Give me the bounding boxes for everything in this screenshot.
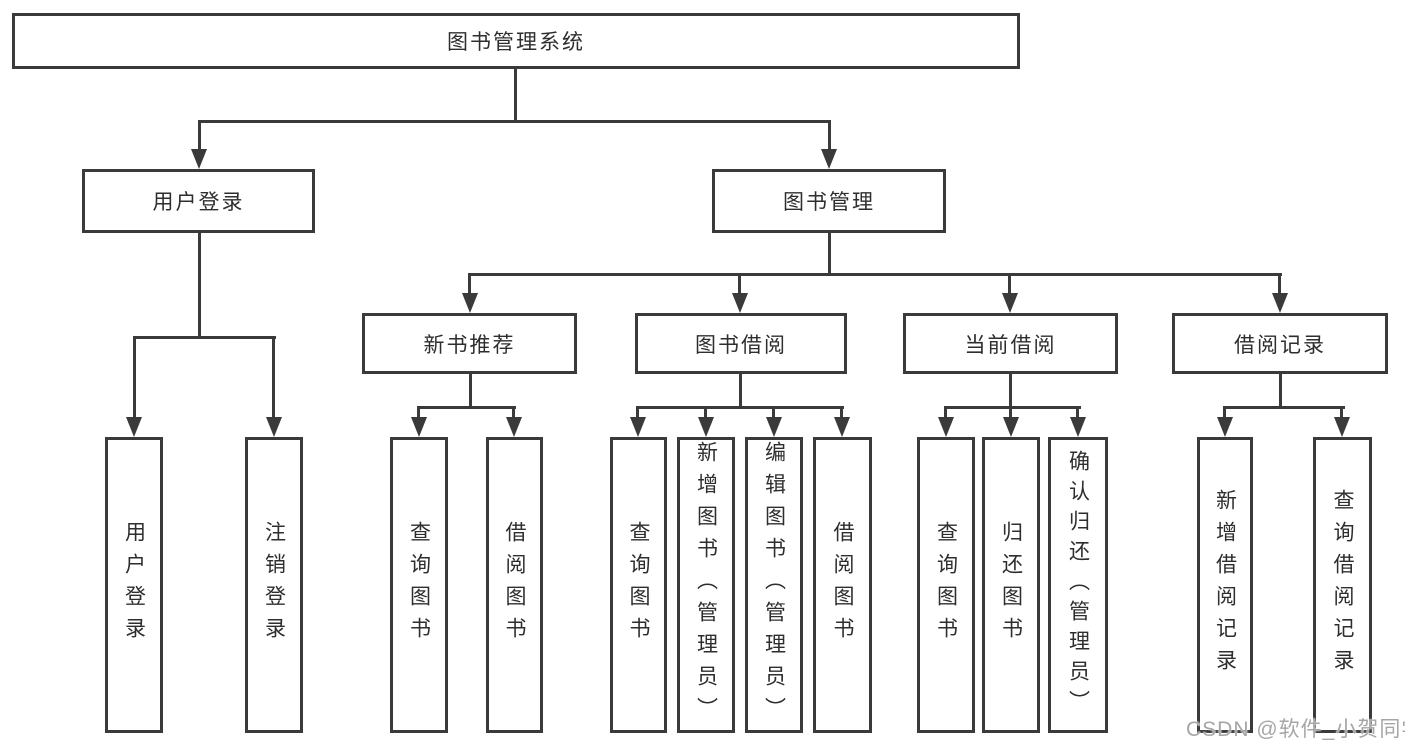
connector-stem-new-book — [469, 373, 472, 408]
connector-drop-current-borrow — [1008, 273, 1011, 295]
arrow-down-icon — [1217, 417, 1233, 437]
connector-rail-new-book — [417, 406, 516, 409]
leaf-label: 确认归还（管理员） — [1066, 450, 1090, 720]
leaf-query-books: 查询图书 — [390, 437, 448, 733]
connector-drop-book-management — [828, 120, 831, 151]
node-label: 用户登录 — [152, 191, 245, 214]
arrow-down-icon — [266, 417, 282, 437]
leaf-query-borrow-record: 查询借阅记录 — [1313, 437, 1372, 733]
connector-stem-borrow-records — [1279, 373, 1282, 408]
connector-rail-user-login — [133, 336, 276, 339]
node-book-borrow: 图书借阅 — [635, 313, 847, 374]
leaf-label: 查询图书 — [627, 521, 650, 649]
connector-stem-root — [514, 66, 517, 122]
connector-drop-borrow-records — [1278, 273, 1281, 295]
node-user-login: 用户登录 — [82, 169, 315, 233]
arrow-down-icon — [1070, 417, 1086, 437]
arrow-down-icon — [821, 149, 837, 169]
connector-drop-leaf — [1009, 406, 1012, 419]
arrow-down-icon — [506, 417, 522, 437]
leaf-borrow-books: 借阅图书 — [813, 437, 872, 733]
arrow-down-icon — [766, 417, 782, 437]
leaf-edit-books-admin: 编辑图书（管理员） — [745, 437, 803, 733]
arrow-down-icon — [732, 293, 748, 313]
arrow-down-icon — [834, 417, 850, 437]
connector-stem-book-borrow — [739, 373, 742, 408]
node-label: 当前借阅 — [964, 333, 1057, 357]
node-current-borrow: 当前借阅 — [903, 313, 1118, 374]
leaf-add-borrow-record: 新增借阅记录 — [1197, 437, 1253, 733]
node-label: 借阅记录 — [1234, 333, 1326, 357]
connector-stem-current-borrow — [1009, 373, 1012, 408]
leaf-logout: 注销登录 — [245, 437, 303, 733]
connector-rail-current-borrow — [944, 406, 1081, 409]
leaf-query-books: 查询图书 — [917, 437, 975, 733]
csdn-watermark: CSDN @软件_小贺同学 — [1186, 718, 1405, 741]
arrow-down-icon — [630, 417, 646, 437]
leaf-label: 借阅图书 — [831, 521, 854, 649]
arrow-down-icon — [462, 293, 478, 313]
connector-drop-leaf — [1223, 406, 1226, 419]
connector-drop-leaf — [944, 406, 947, 419]
node-borrow-records: 借阅记录 — [1172, 313, 1388, 374]
arrow-down-icon — [938, 417, 954, 437]
node-label: 图书借阅 — [695, 333, 787, 357]
connector-drop-leaf — [840, 406, 843, 419]
leaf-confirm-return-admin: 确认归还（管理员） — [1048, 437, 1108, 733]
connector-drop-leaf — [512, 406, 515, 419]
leaf-label: 注销登录 — [262, 521, 286, 649]
node-label: 图书管理 — [783, 191, 875, 214]
leaf-label: 查询图书 — [934, 521, 958, 649]
connector-drop-leaf — [636, 406, 639, 419]
leaf-return-books: 归还图书 — [982, 437, 1040, 733]
arrow-down-icon — [1334, 417, 1350, 437]
leaf-label: 查询图书 — [407, 521, 431, 649]
connector-rail-borrow-records — [1223, 406, 1345, 409]
connector-drop-leaf — [417, 406, 420, 419]
leaf-label: 新增借阅记录 — [1213, 489, 1237, 681]
arrow-down-icon — [411, 417, 427, 437]
arrow-down-icon — [698, 417, 714, 437]
node-book-management: 图书管理 — [712, 169, 946, 233]
leaf-label: 用户登录 — [122, 521, 146, 649]
leaf-user-login: 用户登录 — [105, 437, 163, 733]
connector-stem-user-login — [198, 232, 201, 338]
arrow-down-icon — [126, 417, 142, 437]
connector-rail-level3 — [468, 273, 1282, 276]
connector-rail-level2 — [198, 120, 831, 123]
leaf-label: 新增图书（管理员） — [694, 441, 718, 729]
leaf-label: 查询借阅记录 — [1331, 489, 1354, 681]
connector-drop-leaf — [272, 336, 275, 419]
leaf-label: 编辑图书（管理员） — [762, 441, 786, 729]
leaf-borrow-books: 借阅图书 — [486, 437, 543, 733]
connector-drop-leaf — [704, 406, 707, 419]
connector-drop-user-login — [198, 120, 201, 151]
leaf-label: 借阅图书 — [503, 521, 526, 649]
node-label: 新书推荐 — [423, 333, 516, 357]
leaf-label: 归还图书 — [999, 521, 1023, 649]
leaf-add-books-admin: 新增图书（管理员） — [677, 437, 735, 733]
leaf-query-books: 查询图书 — [610, 437, 667, 733]
connector-rail-book-borrow — [636, 406, 844, 409]
node-library-system: 图书管理系统 — [12, 13, 1020, 69]
connector-stem-book-management — [828, 232, 831, 275]
node-new-book-recommend: 新书推荐 — [362, 313, 577, 374]
connector-drop-leaf — [133, 336, 136, 419]
arrow-down-icon — [1002, 293, 1018, 313]
arrow-down-icon — [1003, 417, 1019, 437]
connector-drop-leaf — [1076, 406, 1079, 419]
arrow-down-icon — [191, 149, 207, 169]
connector-drop-book-borrow — [738, 273, 741, 295]
node-label: 图书管理系统 — [447, 31, 585, 54]
arrow-down-icon — [1272, 293, 1288, 313]
connector-drop-new-book — [468, 273, 471, 295]
connector-drop-leaf — [772, 406, 775, 419]
connector-drop-leaf — [1340, 406, 1343, 419]
